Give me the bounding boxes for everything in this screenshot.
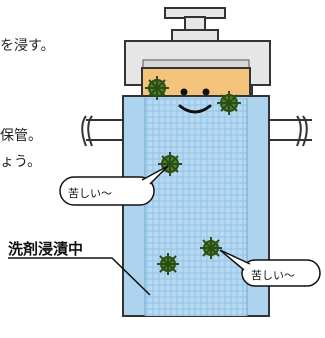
germ-icon bbox=[157, 253, 179, 275]
germ-icon bbox=[145, 76, 169, 100]
speech-bubble-left-text: 苦しい～ bbox=[68, 187, 112, 200]
speech-bubble-right-text: 苦しい～ bbox=[251, 269, 295, 282]
side-pipes bbox=[81, 115, 312, 147]
detergent-soak-label: 洗剤浸漬中 bbox=[8, 240, 84, 258]
cut-text-line1: を浸す。 bbox=[0, 38, 55, 54]
filter-face bbox=[178, 88, 212, 114]
cut-text-line2: 保管。 bbox=[0, 128, 42, 144]
germ-icon bbox=[217, 91, 241, 115]
speech-bubble-left bbox=[59, 165, 169, 206]
cut-text-line3: ょう。 bbox=[0, 154, 42, 170]
speech-bubble-right bbox=[219, 249, 321, 287]
housing-top-knob bbox=[164, 7, 226, 43]
germ-icon bbox=[200, 237, 222, 259]
label-leader-line bbox=[8, 257, 151, 296]
